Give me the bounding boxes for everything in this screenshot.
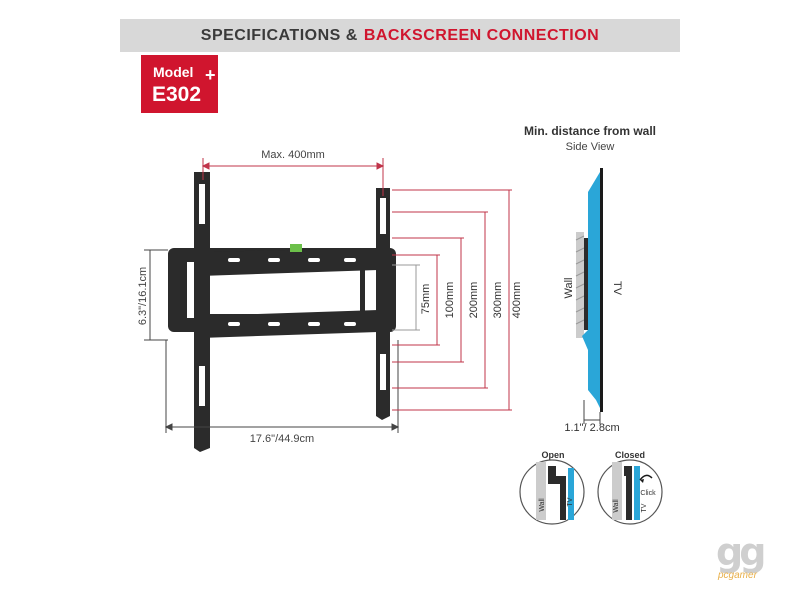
- side-view-wall-label: Wall: [563, 278, 575, 299]
- side-view-title: Min. distance from wall: [524, 124, 656, 138]
- vesa-gray-dimension: [392, 264, 420, 331]
- vesa-dimensions: [392, 189, 512, 411]
- model-label: Model: [153, 64, 194, 80]
- right-arm: [376, 188, 390, 420]
- detail-closed-wall-label: Wall: [613, 499, 620, 513]
- detail-open-circle: [519, 459, 585, 525]
- vesa-label-300: 300mm: [492, 282, 504, 319]
- side-view-wall: [575, 232, 585, 338]
- width-dimension: [164, 340, 400, 433]
- detail-closed-label: Closed: [615, 450, 645, 460]
- model-plus: +: [205, 65, 216, 85]
- watermark-brand: pcgamer: [718, 570, 757, 581]
- height-dimension: [144, 249, 168, 341]
- max-width-label: Max. 400mm: [261, 149, 325, 161]
- left-arm: [194, 172, 210, 452]
- header-title-part2: BACKSCREEN CONNECTION: [363, 26, 600, 44]
- width-label: 17.6"/44.9cm: [250, 433, 314, 445]
- pcgamer-watermark: gg pcgamer: [712, 530, 784, 586]
- detail-open-tv-label: TV: [567, 497, 574, 506]
- detail-click-label: Click: [640, 490, 656, 497]
- detail-closed-tv-label: TV: [641, 503, 648, 512]
- header-banner: SPECIFICATIONS & BACKSCREEN CONNECTION: [120, 19, 680, 52]
- side-view-subtitle: Side View: [566, 141, 615, 153]
- detail-closed-circle: [597, 459, 663, 525]
- height-label: 6.3"/16.1cm: [137, 267, 149, 325]
- max-width-dimension: [201, 158, 385, 196]
- side-view-distance-dimension: [583, 400, 601, 424]
- side-view-distance-label: 1.1"/ 2.8cm: [564, 422, 619, 434]
- detail-open-label: Open: [541, 450, 564, 460]
- detail-open-wall-label: Wall: [539, 498, 546, 512]
- vesa-label-75: 75mm: [420, 284, 432, 315]
- header-title-part1: SPECIFICATIONS &: [200, 26, 358, 44]
- side-view-tv: [582, 168, 603, 412]
- vesa-label-400: 400mm: [511, 282, 523, 319]
- side-view-tv-label: TV: [611, 281, 623, 296]
- vesa-label-200: 200mm: [468, 282, 480, 319]
- watermark-mark: gg: [716, 530, 766, 574]
- bubble-level: [290, 244, 302, 252]
- model-badge: Model E302 +: [141, 55, 218, 113]
- vesa-label-100: 100mm: [444, 282, 456, 319]
- model-code: E302: [152, 83, 202, 106]
